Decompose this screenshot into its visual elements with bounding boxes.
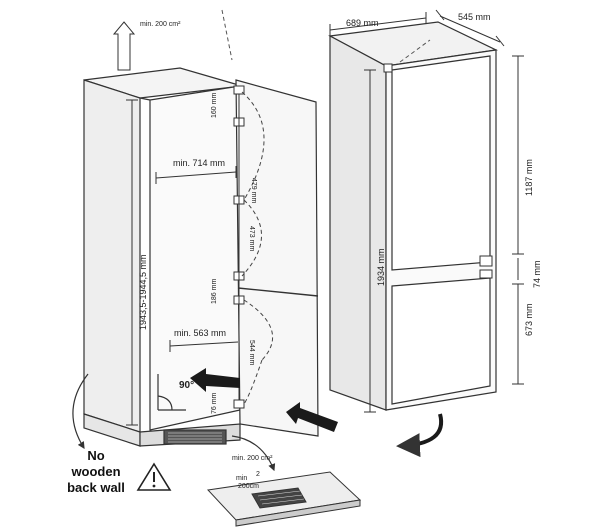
height-niche-label: 1943,5-1944,5 mm	[138, 254, 148, 330]
upper-height-label: 1187 mm	[524, 159, 534, 196]
cabinet	[83, 67, 319, 447]
angle-marker	[157, 374, 186, 411]
dash-top	[221, 9, 233, 61]
hinge-473-label: 473 mm	[248, 226, 255, 251]
warning-icon	[136, 462, 172, 491]
fridge-width-dimension	[329, 12, 427, 36]
fridge-depth-dimension	[435, 9, 505, 47]
upper-height-dimension	[512, 55, 524, 255]
vent-bottom-arrow	[231, 435, 276, 472]
fridge-depth-label: 545 mm	[458, 12, 491, 22]
lower-width-dimension	[169, 340, 239, 352]
height-dimension	[126, 99, 138, 426]
lower-height-dimension	[512, 283, 524, 385]
fridge-hinges	[383, 63, 493, 279]
hinge-column	[233, 85, 245, 409]
warning-line-3: back wall	[67, 480, 125, 495]
hinge-76-label: 76 mm	[211, 392, 218, 414]
vent-bottom-label: min. 200 cm²	[232, 455, 273, 462]
rotate-arrow	[396, 413, 444, 458]
plinth-label-3: 200cm	[238, 483, 259, 490]
hinge-479-label: 479 mm	[250, 178, 257, 203]
warning-line-1: No	[87, 448, 104, 463]
hinge-186-label: 186 mm	[211, 279, 218, 304]
fridge-width-label: 689 mm	[346, 18, 379, 28]
hinge-160-label: 160 mm	[211, 93, 218, 118]
fridge	[328, 21, 499, 411]
vent-top-label: min. 200 cm²	[140, 21, 181, 28]
arrow-into-cabinet	[190, 368, 240, 392]
fridge-height-label: 1934 mm	[376, 248, 386, 286]
fridge-top-dash	[399, 39, 431, 63]
hinge-544-label: 544 mm	[248, 340, 255, 365]
width-dimension	[155, 166, 237, 184]
hinge-arcs	[241, 91, 274, 405]
vent-top-arrow	[112, 21, 136, 71]
fridge-height-dimension	[364, 69, 376, 413]
plinth-grille	[168, 432, 222, 443]
gap-label: 74 mm	[532, 260, 542, 288]
width-lower-label: min. 563 mm	[174, 328, 226, 338]
plinth-plate	[206, 471, 362, 527]
width-cabinet-label: min. 714 mm	[173, 158, 225, 168]
plinth-plate-grille	[257, 490, 305, 505]
plinth-label-2: 2	[256, 471, 260, 478]
install-arrow	[286, 402, 338, 432]
angle-label: 90°	[179, 380, 194, 391]
back-wall-arrow	[72, 373, 89, 450]
lower-height-label: 673 mm	[524, 303, 534, 336]
warning-line-2: wooden	[70, 464, 120, 479]
plinth-label-1: min	[236, 475, 247, 482]
